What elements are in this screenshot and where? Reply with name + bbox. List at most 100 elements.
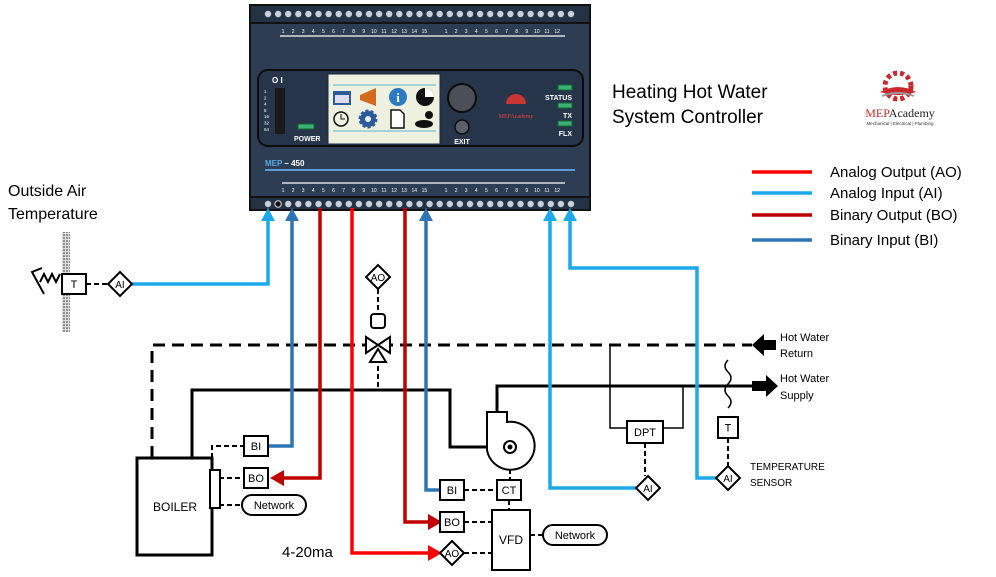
terminal-pin[interactable]	[426, 10, 433, 18]
terminal-pin[interactable]	[365, 200, 373, 208]
terminal-pin[interactable]	[396, 10, 403, 18]
terminal-pin[interactable]	[426, 200, 433, 208]
terminal-pin[interactable]	[507, 200, 514, 208]
terminal-pin[interactable]	[416, 200, 423, 208]
terminal-number: 15	[422, 29, 428, 35]
svg-text:DPT: DPT	[634, 427, 656, 439]
terminal-pin[interactable]	[456, 200, 464, 208]
terminal-pin[interactable]	[406, 200, 413, 208]
info-icon[interactable]: i	[389, 88, 407, 106]
terminal-pin[interactable]	[436, 10, 443, 18]
terminal-pin[interactable]	[345, 200, 352, 208]
dip-switch[interactable]	[275, 88, 285, 134]
calendar-icon[interactable]	[333, 91, 351, 105]
svg-text:MEPAcademy: MEPAcademy	[499, 114, 534, 120]
terminal-pin[interactable]	[567, 10, 575, 18]
svg-text:T: T	[71, 279, 78, 291]
clock-icon[interactable]	[333, 111, 349, 127]
terminal-pin[interactable]	[527, 200, 534, 208]
terminal-pin[interactable]	[517, 10, 524, 18]
terminal-number: 7	[505, 29, 508, 35]
title-line-1: Heating Hot Water	[612, 82, 768, 103]
led-label: TX	[563, 113, 572, 120]
terminal-pin[interactable]	[315, 200, 322, 208]
terminal-pin[interactable]	[386, 10, 393, 18]
terminal-pin[interactable]	[466, 200, 474, 208]
svg-text:i: i	[396, 90, 400, 105]
terminal-number: 6	[332, 29, 335, 35]
terminal-pin[interactable]	[476, 200, 484, 208]
terminal-number: 4	[312, 29, 315, 35]
terminal-pin[interactable]	[315, 10, 322, 18]
terminal-pin[interactable]	[537, 10, 544, 18]
terminal-pin[interactable]	[456, 10, 464, 18]
terminal-pin[interactable]	[335, 10, 342, 18]
terminal-pin[interactable]	[355, 10, 363, 18]
exit-button[interactable]	[454, 119, 470, 135]
document-icon[interactable]	[390, 109, 405, 129]
terminal-number: 15	[422, 188, 428, 194]
led-tx	[557, 102, 573, 109]
svg-text:T: T	[725, 423, 732, 435]
terminal-number: 11	[544, 188, 549, 194]
terminal-pin[interactable]	[355, 200, 363, 208]
terminal-pin[interactable]	[567, 200, 575, 208]
terminal-pin[interactable]	[446, 200, 453, 208]
return-arrow-icon	[752, 334, 776, 356]
terminal-pin[interactable]	[264, 200, 272, 208]
terminal-pin[interactable]	[436, 200, 443, 208]
terminal-pin[interactable]	[386, 200, 393, 208]
megaphone-icon[interactable]	[360, 88, 376, 106]
terminal-pin[interactable]	[497, 200, 504, 208]
terminal-pin[interactable]	[406, 10, 413, 18]
terminal-pin[interactable]	[487, 10, 494, 18]
terminal-pin[interactable]	[264, 10, 272, 18]
terminal-pin[interactable]	[305, 200, 312, 208]
terminal-pin[interactable]	[325, 200, 332, 208]
dpt-sensor: DPT	[626, 420, 664, 444]
terminal-pin[interactable]	[476, 10, 484, 18]
terminal-pin[interactable]	[507, 10, 514, 18]
terminal-pin[interactable]	[446, 10, 453, 18]
dip-label: 64	[264, 127, 270, 132]
terminal-pin[interactable]	[345, 10, 352, 18]
wire-ai-outside-air	[132, 220, 270, 286]
terminal-number: 10	[534, 29, 540, 35]
terminal-pin[interactable]	[274, 200, 282, 208]
terminal-pin[interactable]	[537, 200, 544, 208]
terminal-pin[interactable]	[365, 10, 373, 18]
boiler-label: BOILER	[153, 500, 197, 514]
outside-air-label-2: Temperature	[8, 206, 98, 223]
terminal-pin[interactable]	[557, 200, 565, 208]
weather-icon[interactable]	[415, 111, 433, 128]
terminal-pin[interactable]	[274, 10, 282, 18]
terminal-pin[interactable]	[497, 10, 504, 18]
terminal-pin[interactable]	[416, 10, 423, 18]
terminal-pin[interactable]	[375, 200, 383, 208]
terminal-pin[interactable]	[547, 200, 554, 208]
supply-pipe-boiler	[190, 388, 510, 458]
terminal-pin[interactable]	[375, 10, 383, 18]
terminal-pin[interactable]	[325, 10, 332, 18]
terminal-pin[interactable]	[396, 200, 403, 208]
terminal-pin[interactable]	[335, 200, 342, 208]
terminal-pin[interactable]	[527, 10, 534, 18]
pie-chart-icon[interactable]	[416, 88, 434, 106]
terminal-pin[interactable]	[285, 10, 292, 18]
control-knob[interactable]	[447, 83, 477, 113]
terminal-number: 12	[391, 29, 397, 35]
terminal-pin[interactable]	[547, 10, 554, 18]
terminal-pin[interactable]	[305, 10, 312, 18]
gear-icon[interactable]	[358, 109, 378, 129]
svg-text:Mechanical | Electrical | Plum: Mechanical | Electrical | Plumbing	[866, 121, 934, 126]
terminal-number: 9	[525, 29, 528, 35]
terminal-pin[interactable]	[517, 200, 524, 208]
terminal-pin[interactable]	[557, 10, 565, 18]
terminal-number: 6	[495, 29, 498, 35]
terminal-pin[interactable]	[295, 200, 302, 208]
terminal-pin[interactable]	[487, 200, 494, 208]
terminal-pin[interactable]	[466, 10, 474, 18]
terminal-pin[interactable]	[285, 200, 292, 208]
terminal-pin[interactable]	[295, 10, 302, 18]
